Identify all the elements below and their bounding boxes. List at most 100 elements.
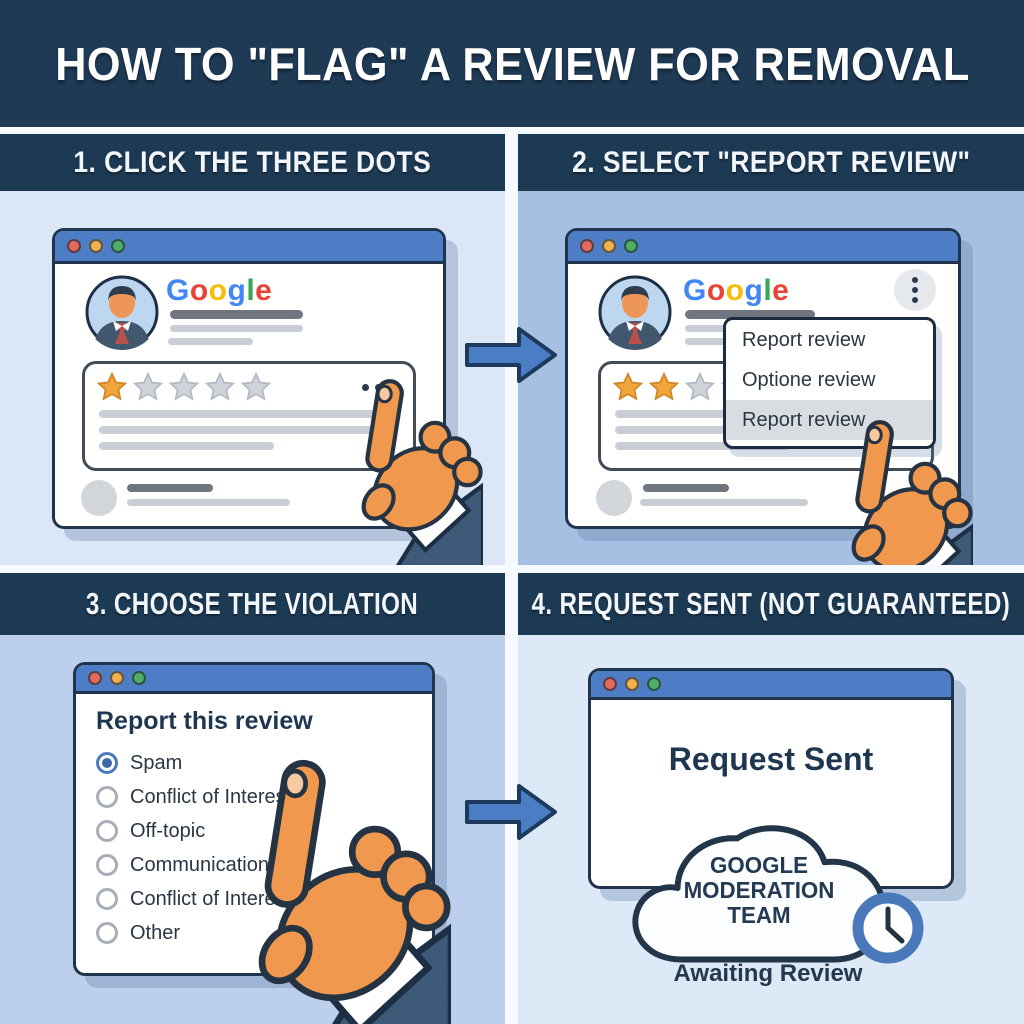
- radio-button-icon[interactable]: [96, 922, 118, 944]
- step2-header: 2. SELECT "REPORT REVIEW": [518, 134, 1024, 191]
- radio-option-label: Communication: [130, 853, 269, 876]
- step4-header-label: 4. REQUEST SENT (NOT GUARANTEED): [531, 586, 1011, 621]
- radio-option-label: Conflict of Interest: [130, 785, 292, 808]
- cloud-line: MODERATION: [683, 877, 835, 903]
- close-button-icon[interactable]: [67, 239, 81, 253]
- reviewer-avatar: [85, 275, 159, 350]
- close-button-icon[interactable]: [580, 239, 594, 253]
- google-logo-letter: e: [255, 274, 273, 307]
- minimize-button-icon[interactable]: [602, 239, 616, 253]
- minimize-button-icon[interactable]: [110, 671, 124, 685]
- review-text-line: [99, 442, 274, 450]
- text-placeholder-line: [170, 325, 303, 332]
- panel-step4: Request Sent GOOGLE MODERATION TEAM Awai…: [518, 635, 1024, 1024]
- step1-header-label: 1. CLICK THE THREE DOTS: [73, 145, 432, 179]
- google-logo-letter: g: [744, 274, 764, 307]
- second-avatar-placeholder: [596, 480, 632, 516]
- radio-option-label: Off-topic: [130, 819, 206, 842]
- second-avatar-placeholder: [81, 480, 117, 516]
- request-sent-title: Request Sent: [668, 741, 874, 777]
- close-button-icon[interactable]: [88, 671, 102, 685]
- minimize-button-icon[interactable]: [89, 239, 103, 253]
- cloud-line: GOOGLE: [710, 852, 808, 878]
- google-logo-letter: G: [683, 274, 707, 307]
- panel-step1: Google: [0, 191, 505, 565]
- text-placeholder-line: [640, 499, 808, 506]
- step4-header: 4. REQUEST SENT (NOT GUARANTEED): [518, 573, 1024, 635]
- menu-item[interactable]: Report review: [742, 328, 866, 351]
- radio-button-icon[interactable]: [96, 854, 118, 876]
- star-icon: [613, 372, 643, 401]
- radio-option[interactable]: Conflict of Interest: [96, 882, 291, 916]
- text-placeholder-line: [685, 325, 730, 332]
- radio-option[interactable]: Conflict of Interest: [96, 780, 291, 814]
- google-logo-letter: g: [227, 274, 247, 307]
- pointing-hand-icon: [829, 417, 973, 565]
- clock-icon: [852, 892, 924, 964]
- text-placeholder-line: [168, 338, 253, 345]
- star-icon: [649, 372, 679, 401]
- google-logo-letter: o: [189, 274, 209, 307]
- star-icon: [169, 372, 199, 401]
- star-rating: [97, 372, 271, 402]
- radio-option-label: Conflict of Interest: [130, 887, 292, 910]
- text-placeholder-line: [127, 484, 213, 492]
- main-title-band: HOW TO "FLAG" A REVIEW FOR REMOVAL: [0, 0, 1024, 127]
- google-logo-letter: o: [208, 274, 228, 307]
- window-titlebar: [55, 231, 443, 264]
- pointing-hand-icon: [223, 755, 451, 1024]
- star-icon: [205, 372, 235, 401]
- radio-option[interactable]: Off-topic: [96, 814, 291, 848]
- confirmation-window: Request Sent: [588, 668, 954, 889]
- review-text-line: [99, 410, 389, 418]
- step3-header-label: 3. CHOOSE THE VIOLATION: [86, 586, 419, 621]
- maximize-button-icon[interactable]: [624, 239, 638, 253]
- status-text: Awaiting Review: [673, 960, 863, 987]
- step1-header: 1. CLICK THE THREE DOTS: [0, 134, 505, 191]
- maximize-button-icon[interactable]: [132, 671, 146, 685]
- kebab-menu-button[interactable]: [894, 269, 936, 311]
- radio-option-label: Other: [130, 921, 181, 944]
- dialog-title: Report this review: [96, 707, 313, 735]
- radio-button-icon[interactable]: [96, 888, 118, 910]
- google-logo-letter: o: [706, 274, 726, 307]
- close-button-icon[interactable]: [603, 677, 617, 691]
- google-logo-letter: l: [763, 274, 773, 307]
- radio-button-icon[interactable]: [96, 820, 118, 842]
- review-text-line: [99, 426, 392, 434]
- google-logo-letter: e: [772, 274, 790, 307]
- star-icon: [241, 372, 271, 401]
- review-card: [82, 361, 416, 471]
- cloud-line: TEAM: [727, 902, 791, 928]
- radio-option[interactable]: Communication: [96, 848, 291, 882]
- radio-option[interactable]: Other: [96, 916, 291, 950]
- google-logo-letter: o: [725, 274, 745, 307]
- radio-option-label: Spam: [130, 751, 183, 774]
- reviewer-avatar: [598, 275, 672, 350]
- minimize-button-icon[interactable]: [625, 677, 639, 691]
- review-text-line: [615, 442, 790, 450]
- pointing-hand-icon: [339, 376, 483, 565]
- google-logo-letter: G: [166, 274, 190, 307]
- maximize-button-icon[interactable]: [647, 677, 661, 691]
- window-titlebar: [568, 231, 958, 264]
- radio-button-icon[interactable]: [96, 786, 118, 808]
- text-placeholder-line: [643, 484, 729, 492]
- menu-item[interactable]: Optione review: [742, 368, 876, 391]
- maximize-button-icon[interactable]: [111, 239, 125, 253]
- menu-item[interactable]: Report review: [726, 400, 933, 440]
- star-icon: [133, 372, 163, 401]
- text-placeholder-line: [685, 310, 815, 319]
- arrow-right-icon: [465, 784, 557, 840]
- browser-window: Google: [52, 228, 446, 529]
- radio-button-icon[interactable]: [96, 752, 118, 774]
- radio-option[interactable]: Spam: [96, 746, 291, 780]
- star-icon: [97, 372, 127, 401]
- google-logo-letter: l: [246, 274, 256, 307]
